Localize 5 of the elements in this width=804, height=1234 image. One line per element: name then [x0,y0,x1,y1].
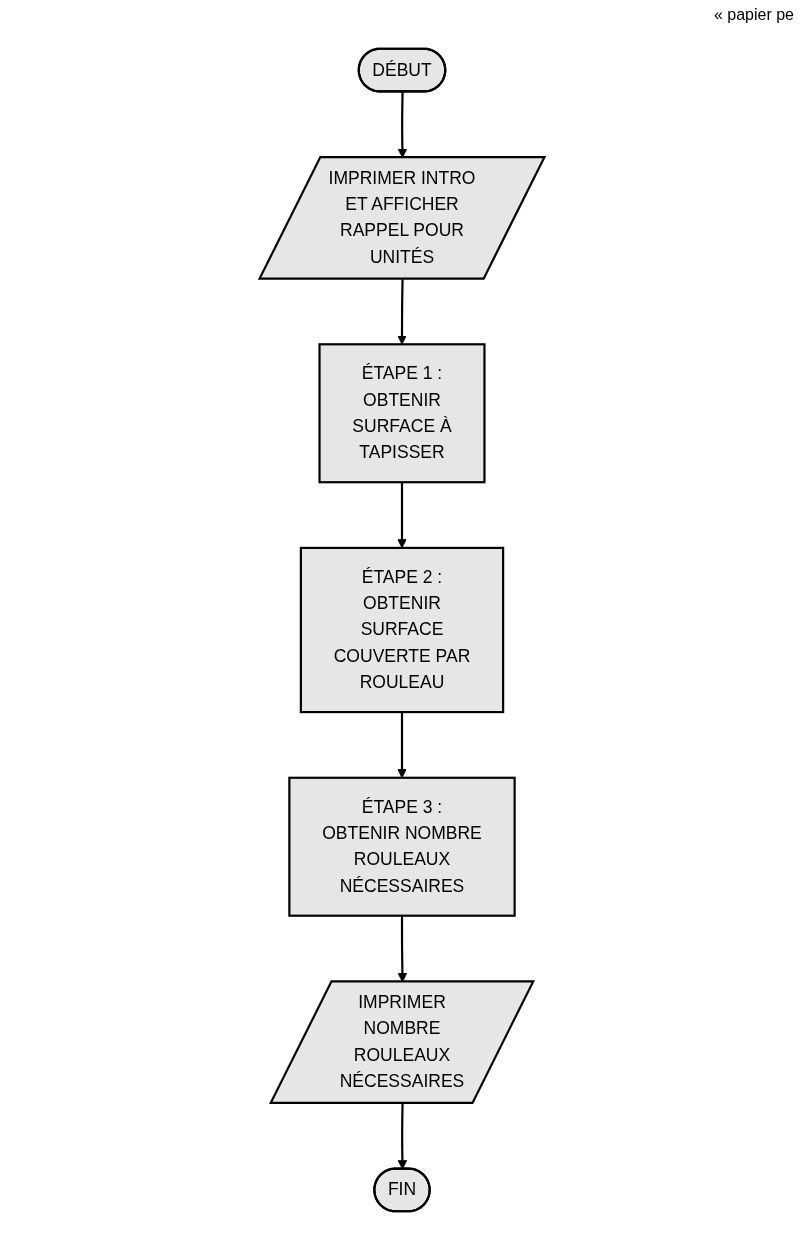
arrow [397,279,407,345]
node-box: ÉTAPE 2 : OBTENIR SURFACE COUVERTE PAR ROULEAU [299,546,505,714]
note-text: « papier pe [713,6,794,23]
node-box: ÉTAPE 3 : OBTENIR NOMBRE ROULEAUX NÉCESSAIRES [288,776,516,917]
node-box: ÉTAPE 1 : OBTENIR SURFACE À TAPISSER [318,343,486,484]
